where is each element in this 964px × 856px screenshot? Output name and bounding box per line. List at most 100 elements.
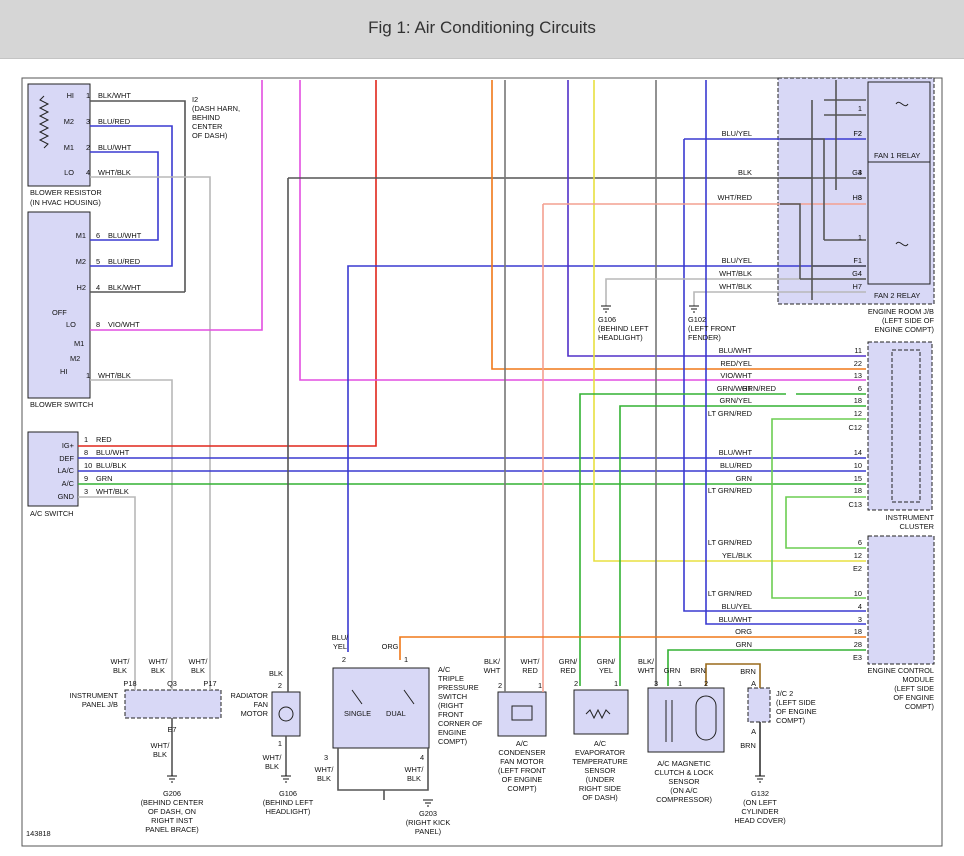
label-components-evap-l3: TEMPERATURE [572, 757, 627, 766]
label-components-cond_fan-l6: COMPT) [507, 784, 536, 793]
label-components-evap-l2: EVAPORATOR [575, 748, 625, 757]
left-wire-label: BLK/WHT [108, 283, 141, 292]
label-components-g132-id: G132 [751, 789, 769, 798]
label-components-clutch-l4: (ON A/C [670, 786, 698, 795]
right-wire-label: BLK [738, 168, 752, 177]
left-wire-label: VIO/WHT [108, 320, 140, 329]
right-wire-pin: 4 [858, 602, 862, 611]
label-components-triple-l4: SWITCH [438, 692, 467, 701]
ground-g132 [755, 775, 765, 783]
label-components-g102-id: G102 [688, 315, 706, 324]
label-components-g106b-id: G106 [279, 789, 297, 798]
right-wire-label: GRN/WHT [717, 384, 753, 393]
label-components-ac_switch-ac: A/C [62, 479, 75, 488]
label-components-jc2-a1: A [751, 679, 756, 688]
wire-vio-top [299, 80, 866, 381]
wire-blk-g3 [287, 177, 866, 692]
wire-pur-top [567, 80, 866, 357]
wire-blu-red-m2 [90, 125, 173, 267]
right-wire-pin: H8 [853, 193, 862, 202]
label-components-rad_fan-top: BLK [269, 669, 283, 678]
right-wire-label: LT GRN/RED [708, 538, 752, 547]
label-components-ipjb-e7: E7 [167, 725, 176, 734]
label-components-ac_switch-lac: LA/C [58, 466, 75, 475]
wire-ltgrn-c12 [771, 418, 866, 599]
right-wire-pin: G4 [852, 269, 862, 278]
thermistor-symbol [585, 708, 611, 720]
label-components-triple-l9: COMPT) [438, 737, 467, 746]
label-components-g106a-l1: (BEHIND LEFT [598, 324, 649, 333]
label-components-blower_resistor-sub: (IN HVAC HOUSING) [30, 198, 101, 207]
resistor-zigzag-symbol [38, 95, 50, 149]
label-components-triple-l8: ENGINE [438, 728, 466, 737]
figure-header: Fig 1: Air Conditioning Circuits [0, 0, 964, 59]
label-components-ipjb-p17: P17 [203, 679, 216, 688]
right-wire-pin: 13 [854, 371, 862, 380]
label-components-ac_switch-igp: IG+ [62, 441, 74, 450]
label-components-cond_fan-w1b: WHT [484, 666, 501, 675]
left-wire-label: GRN [96, 474, 112, 483]
label-components-blower_resistor-title: BLOWER RESISTOR [30, 188, 102, 197]
left-wire-pin: 3 [84, 487, 88, 496]
ground-g102 [689, 305, 699, 313]
left-wire-pin: 4 [86, 168, 90, 177]
label-components-triple-l1: A/C [438, 665, 451, 674]
label-components-g206-l4: PANEL BRACE) [145, 825, 198, 834]
label-components-blower_resistor-lo: LO [64, 168, 74, 177]
fan2-relay-box [867, 161, 931, 285]
label-components-triple-l3: PRESSURE [438, 683, 479, 692]
right-wire-label: BLU/WHT [719, 448, 753, 457]
left-wire-pin: 10 [84, 461, 92, 470]
label-components-ipjb-p18: P18 [123, 679, 136, 688]
instrument-panel-jb-box [124, 689, 222, 719]
right-wire-label: BLU/YEL [722, 256, 752, 265]
label-components-cond_fan-l2: CONDENSER [498, 748, 545, 757]
triple-pressure-switch-box [332, 667, 430, 749]
label-components-blower_resistor-m2: M2 [64, 117, 74, 126]
label-components-jc2-l2: (LEFT SIDE [776, 698, 816, 707]
label-components-cond_fan-w2a: WHT/ [521, 657, 541, 666]
label-components-ipjb-w4b: BLK [153, 750, 167, 759]
right-wire-label: ORG [735, 627, 752, 636]
label-components-jc2-top: BRN [740, 667, 756, 676]
label-components-g203-l2: PANEL) [415, 827, 441, 836]
label-components-triple-p1: 1 [404, 655, 408, 664]
label-components-evap-p2: 2 [574, 679, 578, 688]
wire-jb-internal [780, 80, 866, 300]
right-wire-label: BLU/YEL [722, 129, 752, 138]
grn-red-splice-label: GRN/RED [742, 384, 776, 393]
label-components-clutch-l5: COMPRESSOR) [656, 795, 712, 804]
right-wire-label: BLU/WHT [719, 346, 753, 355]
ecm-box [867, 535, 935, 665]
label-components-i2-l4: OF DASH) [192, 131, 227, 140]
right-wire-pin: 22 [854, 359, 862, 368]
right-wire-label: GRN [736, 474, 752, 483]
label-components-ipjb-w1b: BLK [113, 666, 127, 675]
label-components-cluster-c13: C13 [848, 500, 862, 509]
left-wire-label: BLU/RED [108, 257, 140, 266]
ground-g203 [423, 799, 433, 807]
right-wire-pin: 28 [854, 640, 862, 649]
left-wire-label: BLU/WHT [108, 231, 142, 240]
label-components-eng_jb-l2: (LEFT SIDE OF [882, 316, 935, 325]
label-components-jc2-bot: BRN [740, 741, 756, 750]
lock-sensor-symbol [695, 695, 717, 741]
label-components-eng_jb-l1: ENGINE ROOM J/B [868, 307, 934, 316]
wire-blu-wht-ecm [705, 80, 866, 625]
label-components-ipjb-w2b: BLK [151, 666, 165, 675]
label-relay_pins-f1_2: 2 [858, 129, 862, 138]
wire-grn-ecm [667, 649, 866, 686]
left-wire-pin: 4 [96, 283, 100, 292]
label-components-eng_jb-l3: ENGINE COMPT) [874, 325, 934, 334]
evap-sensor-box [573, 689, 629, 735]
wire-red-acsw [78, 80, 377, 447]
label-components-evap-l7: OF DASH) [582, 793, 617, 802]
label-components-triple-w3b: BLK [317, 774, 331, 783]
left-wire-pin: 8 [84, 448, 88, 457]
label-components-evap-l5: (UNDER [586, 775, 615, 784]
blower-switch-box [27, 211, 91, 399]
figure-id: 143818 [26, 829, 51, 838]
label-components-i2-l2: BEHIND [192, 113, 220, 122]
right-wire-pin: 18 [854, 486, 862, 495]
